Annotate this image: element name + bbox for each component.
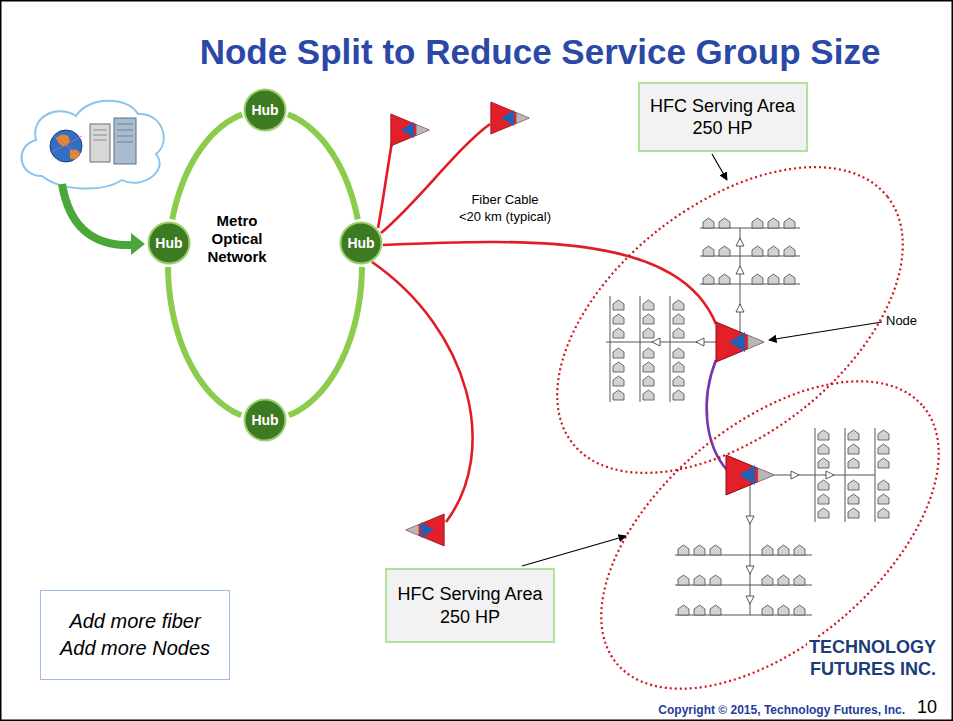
server-icon xyxy=(114,118,136,164)
cloud-outline xyxy=(22,101,164,189)
feed-arrow-head xyxy=(131,233,145,255)
leader-line xyxy=(712,154,727,180)
logo-text: FUTURES INC. xyxy=(808,659,938,681)
hub-disc xyxy=(245,90,286,131)
cable-label: Fiber Cable xyxy=(471,192,538,208)
note-text: Add more fiber xyxy=(69,608,200,635)
hub-circle: Hub xyxy=(243,88,287,132)
serving-area-outline xyxy=(502,106,953,534)
node-callout: Node xyxy=(886,313,917,329)
fiber-cable xyxy=(372,262,473,522)
globe-links xyxy=(52,136,82,156)
copyright-note: Copyright © 2015, Technology Futures, In… xyxy=(658,703,905,717)
hub-label: Hub xyxy=(347,235,374,252)
serving-area-box: HFC Serving Area250 HP xyxy=(638,82,808,152)
page-number: 10 xyxy=(917,697,937,719)
coax-lines xyxy=(606,228,875,615)
note-box: Add more fiberAdd more Nodes xyxy=(40,590,230,680)
fiber-node-symbol xyxy=(406,514,444,546)
hub-disc xyxy=(245,400,286,441)
hub-label: Hub xyxy=(155,235,182,252)
serving-area-text: HFC Serving Area xyxy=(397,583,542,606)
ring-link xyxy=(172,114,242,219)
distance-note: <20 km (typical) xyxy=(459,209,551,225)
leader-line xyxy=(522,536,626,566)
slide-title: Node Split to Reduce Service Group Size xyxy=(200,31,881,73)
ring-link xyxy=(288,114,358,219)
hub-disc xyxy=(341,223,382,264)
note-text: Add more Nodes xyxy=(60,635,210,662)
feed-arrow xyxy=(62,184,132,245)
fiber-cable xyxy=(378,142,392,228)
fiber-node-symbol xyxy=(391,114,429,146)
network-label: Metro Optical Network xyxy=(201,212,273,266)
fiber-node-symbol xyxy=(726,455,774,495)
house-icons xyxy=(613,218,795,400)
hub-circle: Hub xyxy=(147,221,191,265)
globe-icon xyxy=(50,130,82,162)
server-slots xyxy=(93,130,107,140)
hub-circle: Hub xyxy=(243,398,287,442)
hub-label: Hub xyxy=(251,412,278,429)
serving-area-text: HFC Serving Area xyxy=(650,95,795,118)
logo-text: TECHNOLOGY xyxy=(807,637,938,659)
server-icon xyxy=(90,124,110,162)
fiber-cable xyxy=(383,242,716,324)
fiber-node-symbol xyxy=(716,322,764,362)
server-slots xyxy=(117,124,133,142)
leader-line xyxy=(769,322,882,340)
serving-area-text: 250 HP xyxy=(692,117,752,140)
hub-circle: Hub xyxy=(339,221,383,265)
serving-area-text: 250 HP xyxy=(440,606,500,629)
fiber-node-symbol xyxy=(491,102,529,134)
split-fiber xyxy=(707,360,727,470)
ring-link xyxy=(289,267,362,415)
serving-area-box: HFC Serving Area250 HP xyxy=(385,568,555,643)
hub-disc xyxy=(148,223,189,264)
hub-label: Hub xyxy=(251,102,278,119)
house-icons xyxy=(678,430,889,615)
ring-link xyxy=(168,267,241,415)
